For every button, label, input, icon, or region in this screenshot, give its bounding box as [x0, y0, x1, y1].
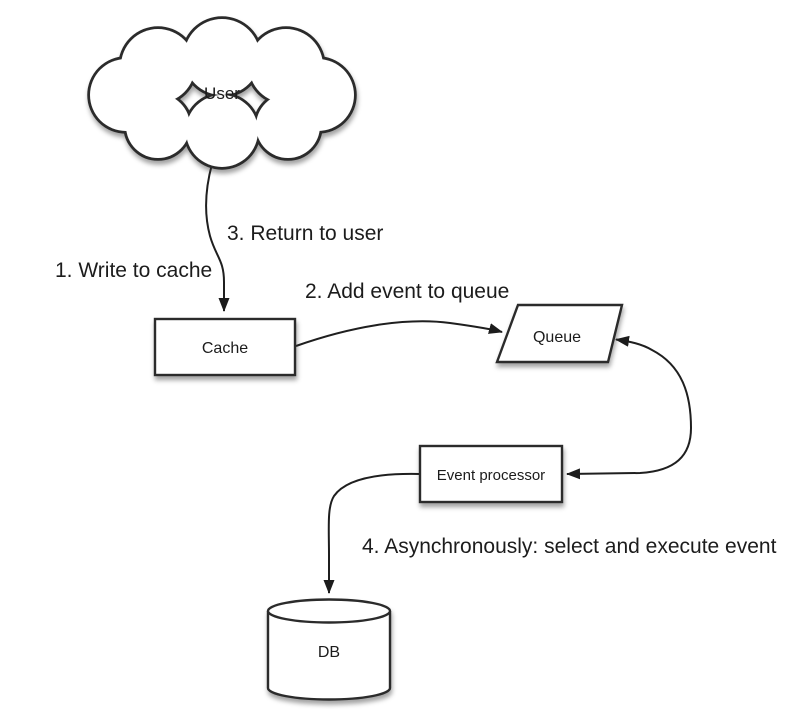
step3-label: 3. Return to user: [227, 222, 383, 245]
db-cylinder-body: [266, 611, 392, 701]
step1-label: 1. Write to cache: [55, 259, 212, 282]
db-cylinder-top: [266, 598, 392, 624]
queue-node-parallelogram: [495, 303, 624, 364]
edge-queue-eventprocessor-loop: [566, 335, 693, 480]
edge-cache-to-queue: [295, 320, 503, 347]
cloud-body: [90, 19, 354, 167]
cache-node: Cache: [153, 317, 297, 377]
user-node-label: User: [204, 84, 240, 103]
event-processor-node: Event processor: [418, 444, 564, 504]
db-node: DB: [266, 598, 392, 701]
event-processor-node-box: [418, 444, 564, 504]
event-processor-node-label: Event processor: [437, 467, 545, 484]
cache-node-label: Cache: [202, 340, 248, 357]
step4-label: 4. Asynchronously: select and execute ev…: [362, 535, 777, 558]
db-node-label: DB: [318, 644, 340, 661]
user-cloud-node: User: [87, 16, 357, 170]
cache-node-box: [153, 317, 297, 377]
queue-node: Queue: [495, 303, 624, 364]
queue-node-label: Queue: [533, 329, 581, 346]
edge-eventprocessor-to-db: [323, 472, 421, 594]
edge-user-to-cache: [205, 163, 230, 312]
step2-label: 2. Add event to queue: [305, 280, 509, 303]
